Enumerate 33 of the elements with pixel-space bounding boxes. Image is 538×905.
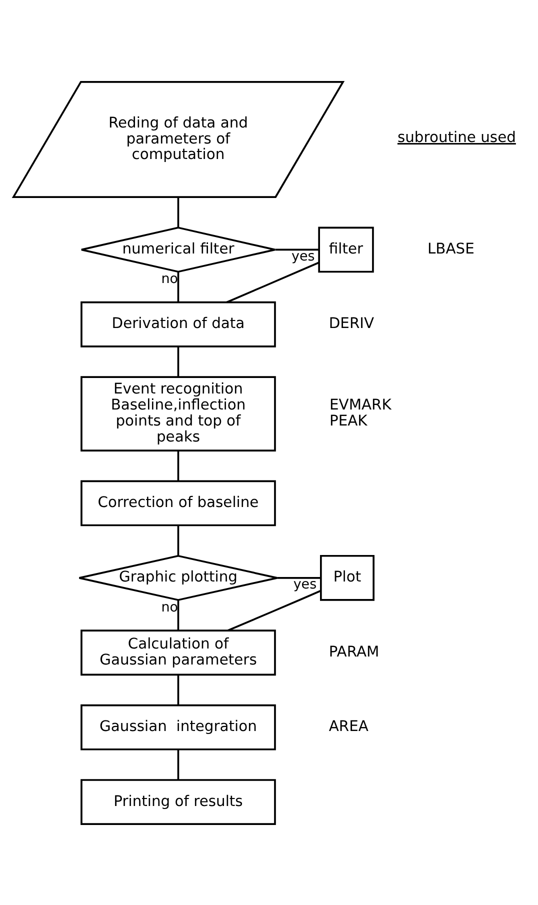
node-label: PARAM xyxy=(328,642,380,660)
connector xyxy=(177,271,180,302)
connector xyxy=(177,600,180,630)
label: subroutine used xyxy=(397,128,516,146)
node-label: LBASE xyxy=(427,240,474,257)
node-box: Calculation of Gaussian parameters xyxy=(80,629,276,676)
node-label: EVMARK xyxy=(329,396,392,414)
node-label: AREA xyxy=(328,718,368,735)
node-box: Gaussian integration xyxy=(80,704,276,750)
connector xyxy=(177,748,180,780)
node-diamond: Graphic plotting xyxy=(78,554,278,600)
node-box: Printing of results xyxy=(80,778,276,825)
connector xyxy=(177,196,180,227)
connector xyxy=(226,261,320,303)
edge-label: no xyxy=(161,598,178,615)
connector xyxy=(275,248,319,250)
node-box: Plot xyxy=(320,554,374,600)
node-box: Event recognition Baseline,inflection points and top of peaks xyxy=(80,376,276,451)
connector xyxy=(277,576,320,578)
node-box: Correction of baseline xyxy=(80,480,276,526)
connector xyxy=(177,524,180,556)
connector xyxy=(177,674,180,705)
edge-label: no xyxy=(161,270,178,287)
connector xyxy=(227,590,321,631)
node-label: DERIV xyxy=(328,314,374,332)
node-box: Derivation of data xyxy=(80,300,276,347)
connector xyxy=(177,450,180,481)
edge-label: yes xyxy=(293,576,317,592)
node-box: filter xyxy=(318,226,374,272)
connector xyxy=(177,346,180,376)
node-diamond: numerical filter xyxy=(80,226,276,272)
edge-label: yes xyxy=(292,248,315,264)
node-label: PEAK xyxy=(329,412,368,430)
